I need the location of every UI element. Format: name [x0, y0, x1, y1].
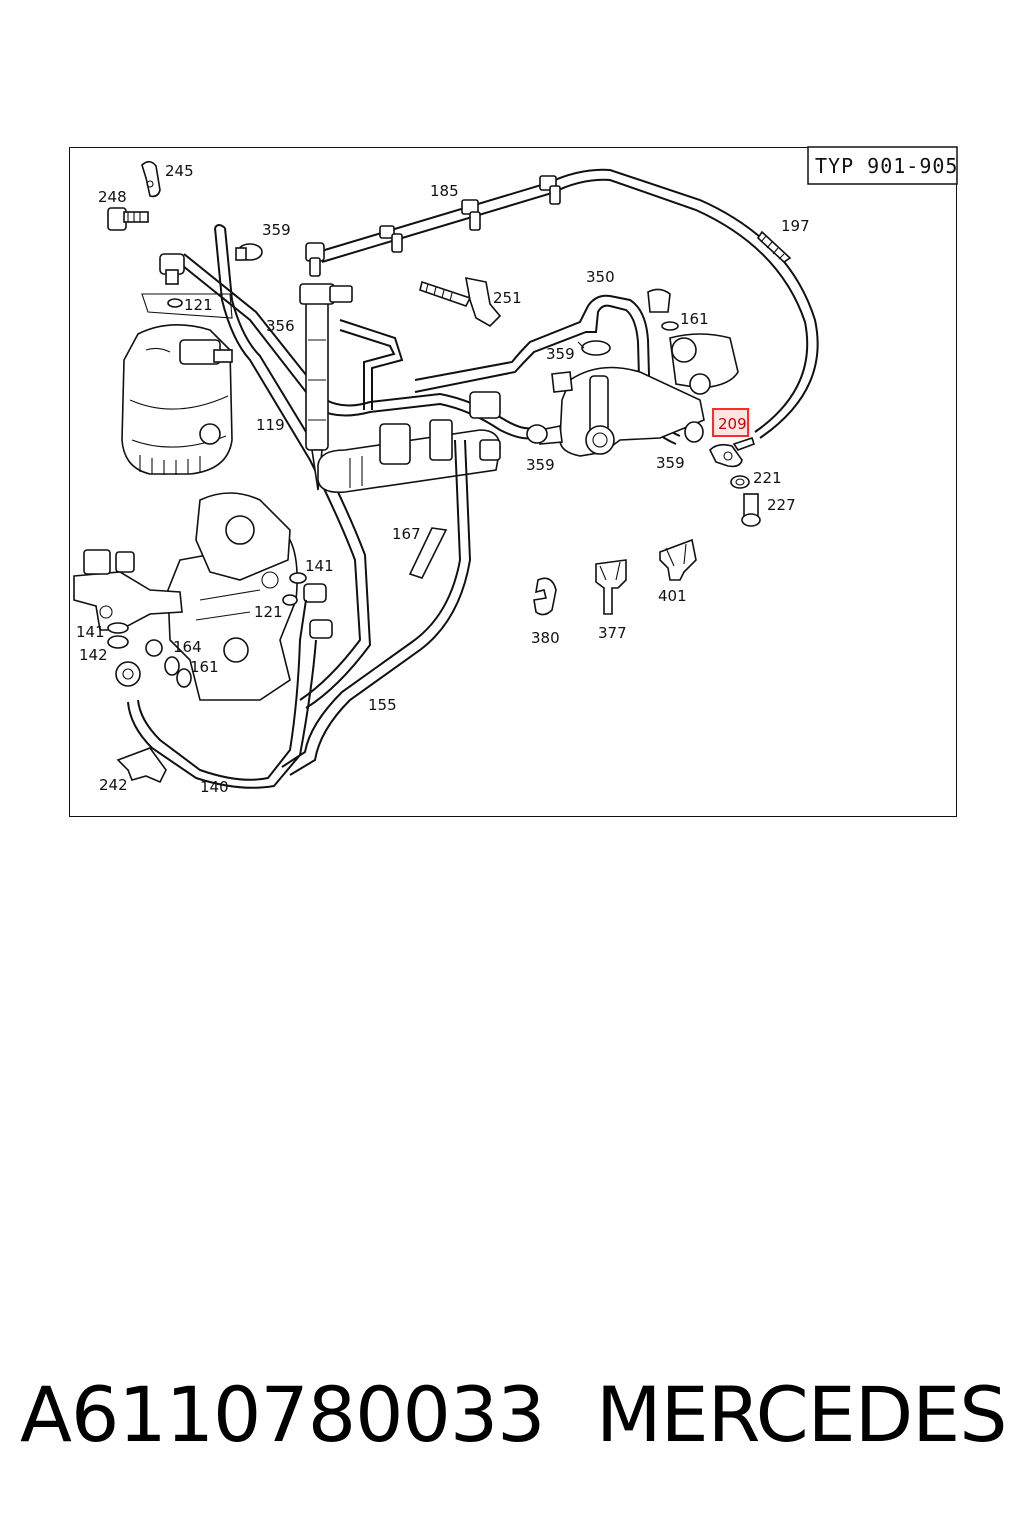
type-box	[807, 146, 958, 185]
callout-245: 245	[165, 162, 194, 180]
part-377-clip	[595, 559, 627, 615]
return-line-connectors	[305, 175, 561, 277]
callout-155: 155	[368, 696, 397, 714]
callout-251: 251	[493, 289, 522, 307]
callout-359-c: 359	[526, 456, 555, 474]
seals-141-121-right	[282, 572, 307, 606]
callout-142: 142	[79, 646, 108, 664]
callout-401: 401	[658, 587, 687, 605]
callout-209-highlighted: 209	[718, 415, 747, 433]
diagram-frame	[69, 147, 957, 817]
part-359-clamps-lower	[526, 421, 704, 444]
callout-164: 164	[173, 638, 202, 656]
lower-banjo-fitting	[115, 639, 163, 687]
right-housing	[539, 288, 739, 457]
part-209-banjo-fitting	[709, 436, 756, 468]
callout-141-b: 141	[76, 623, 105, 641]
seals-141-142-left	[107, 622, 129, 649]
highlight-209-box	[712, 408, 749, 437]
part-359-clamp-mid	[577, 340, 611, 356]
callout-197: 197	[781, 217, 810, 235]
part-251-strap	[419, 276, 502, 327]
part-197-hose	[756, 230, 792, 264]
callout-221: 221	[753, 469, 782, 487]
injection-pump	[73, 492, 298, 701]
callout-121-a: 121	[184, 296, 213, 314]
callout-377: 377	[598, 624, 627, 642]
footer: A6110780033 MERCEDES	[0, 1370, 1024, 1470]
feed-line	[177, 253, 533, 440]
part-167-hose	[408, 527, 448, 579]
part-number: A6110780033	[20, 1370, 546, 1459]
callout-141-a: 141	[305, 557, 334, 575]
part-380-clip	[533, 577, 557, 616]
callout-359-d: 359	[656, 454, 685, 472]
part-221-seal-ring	[730, 475, 750, 489]
callout-119: 119	[256, 416, 285, 434]
part-227-banjo-bolt	[741, 493, 761, 527]
callout-380: 380	[531, 629, 560, 647]
part-401-clip	[659, 538, 697, 581]
callout-121-b: 121	[254, 603, 283, 621]
pump-connectors	[127, 583, 333, 789]
part-356-injector	[299, 283, 404, 491]
callout-161-b: 161	[190, 658, 219, 676]
callout-350: 350	[586, 268, 615, 286]
callout-359-a: 359	[262, 221, 291, 239]
callout-242: 242	[99, 776, 128, 794]
part-359-clamp-top	[235, 243, 263, 261]
callout-labels: 245 248 359 185 197 121 356 251 350 161 …	[76, 162, 810, 796]
callout-140: 140	[200, 778, 229, 796]
callout-356: 356	[266, 317, 295, 335]
callout-227: 227	[767, 496, 796, 514]
part-245-clip	[141, 160, 161, 198]
part-248-bolt	[107, 207, 149, 231]
part-242-bracket	[116, 747, 167, 784]
callout-185: 185	[430, 182, 459, 200]
fuel-filter-housing	[121, 324, 233, 475]
type-label: TYP 901-905	[815, 154, 958, 178]
brand-name: MERCEDES	[596, 1370, 1007, 1459]
seals-164-161	[164, 656, 192, 688]
callout-248: 248	[98, 188, 127, 206]
callout-359-b: 359	[546, 345, 575, 363]
part-121-seal-top	[141, 253, 233, 319]
callout-161-a: 161	[680, 310, 709, 328]
pipe-155	[281, 439, 472, 776]
callout-167: 167	[392, 525, 421, 543]
pipe-119	[214, 224, 372, 709]
